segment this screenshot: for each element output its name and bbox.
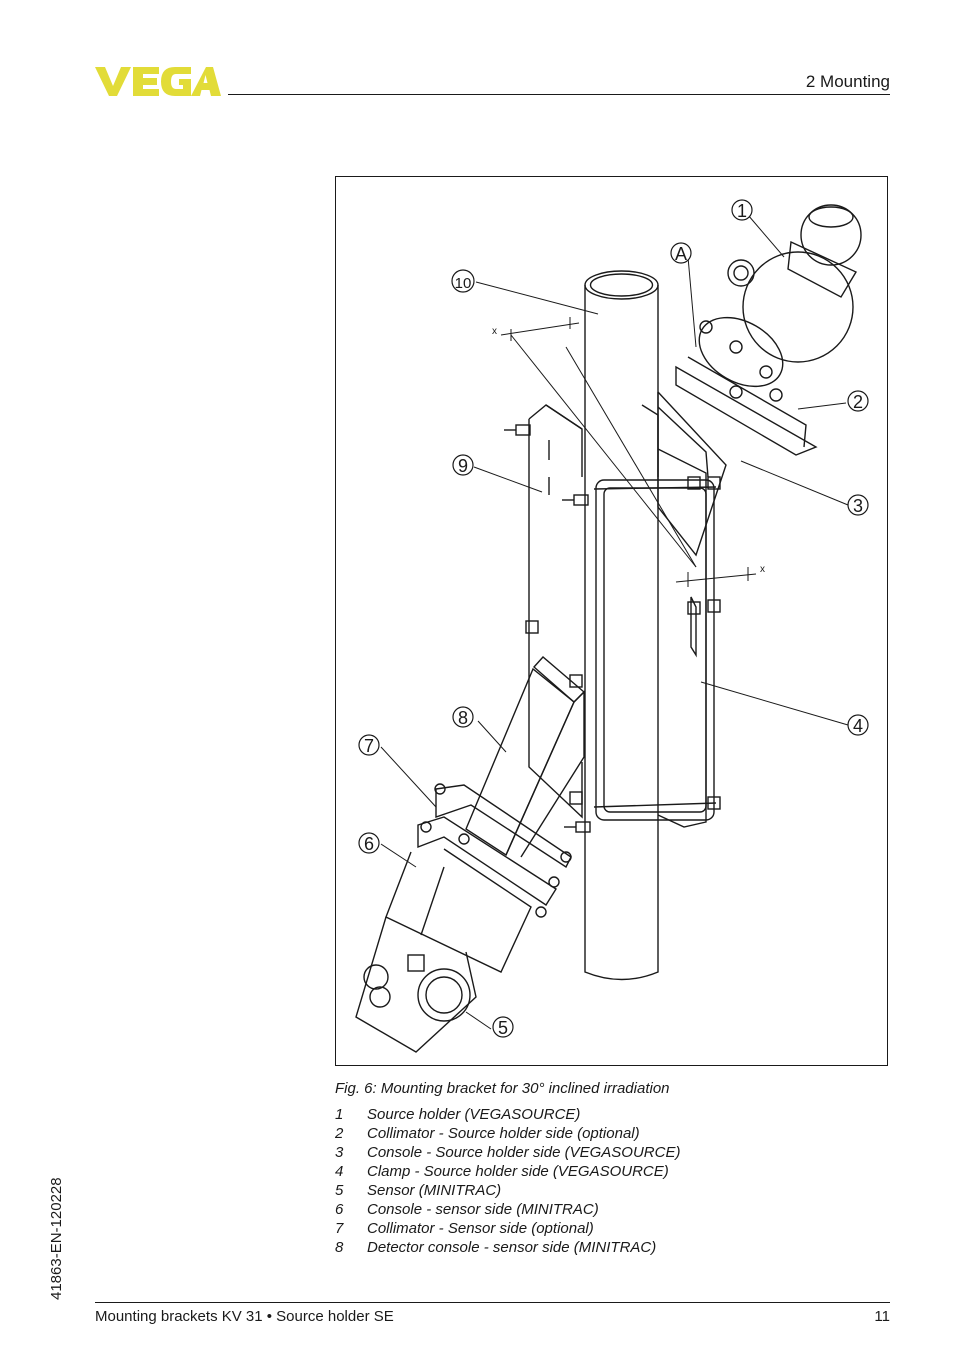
sensor-collimator	[417, 783, 572, 918]
callout-A: A	[670, 242, 692, 264]
source-flange	[675, 316, 818, 456]
axis-marker-top: x	[492, 326, 497, 337]
mounting-bracket-drawing: 1 A 10 2 9 3 8 4 7 6 5 x x	[355, 199, 869, 1053]
detector-console	[465, 656, 586, 858]
leader-lines	[380, 214, 849, 1030]
console-plate	[528, 404, 659, 819]
svg-text:6: 6	[364, 834, 374, 854]
callout-4: 4	[847, 714, 869, 736]
footer-rule	[95, 1302, 890, 1303]
callout-3: 3	[847, 494, 869, 516]
callout-8: 8	[452, 706, 474, 728]
header-rule	[228, 94, 890, 95]
pipe	[584, 270, 659, 981]
section-title: 2 Mounting	[805, 72, 890, 91]
callout-9: 9	[452, 454, 474, 476]
callout-1: 1	[731, 199, 753, 221]
dimension-lines	[500, 317, 757, 587]
page-number: 11	[874, 1308, 890, 1325]
clamp	[593, 479, 717, 821]
svg-text:A: A	[675, 244, 687, 264]
vega-logo	[95, 67, 221, 96]
svg-text:9: 9	[458, 456, 468, 476]
callout-5: 5	[492, 1016, 514, 1038]
svg-text:1: 1	[737, 201, 747, 221]
callout-6: 6	[358, 832, 380, 854]
sensor-minitrac	[355, 916, 477, 1053]
source-console	[657, 391, 727, 828]
svg-text:7: 7	[364, 736, 374, 756]
svg-text:3: 3	[853, 496, 863, 516]
svg-text:10: 10	[455, 275, 472, 292]
figure-caption: Fig. 6: Mounting bracket for 30° incline…	[335, 1080, 670, 1097]
bolts	[504, 424, 721, 833]
svg-text:4: 4	[853, 716, 863, 736]
callout-2: 2	[847, 390, 869, 412]
svg-text:8: 8	[458, 708, 468, 728]
callout-10: 10	[451, 269, 475, 293]
svg-text:5: 5	[498, 1018, 508, 1038]
figure-frame: 1 A 10 2 9 3 8 4 7 6 5 x x	[335, 176, 888, 1066]
axis-marker-bottom: x	[760, 564, 765, 575]
document-number: 41863-EN-120228	[48, 1177, 65, 1300]
svg-text:2: 2	[853, 392, 863, 412]
source-holder	[727, 204, 862, 363]
sensor-console	[385, 848, 532, 973]
callout-7: 7	[358, 734, 380, 756]
footer-title: Mounting brackets KV 31 • Source holder …	[95, 1308, 394, 1325]
callouts: 1 A 10 2 9 3 8 4 7 6 5	[358, 199, 869, 1038]
